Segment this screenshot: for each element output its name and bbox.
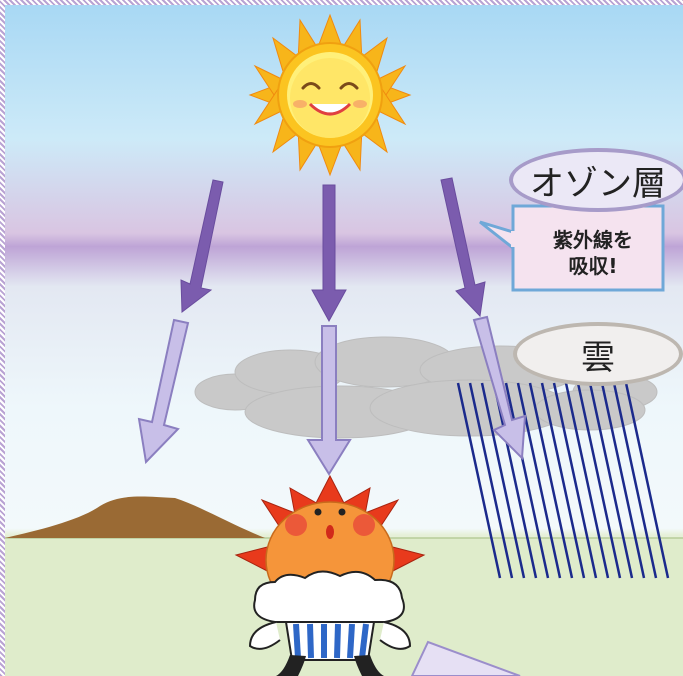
sun-face-icon	[248, 13, 412, 177]
absorb-callout-bubble	[479, 204, 665, 292]
mascot-character-icon	[234, 474, 426, 676]
absorb-callout-text: 紫外線を 吸収!	[518, 211, 668, 295]
uv-arrow-bottom-partial	[410, 640, 521, 676]
mountain-icon	[5, 496, 265, 538]
diagram-canvas	[5, 13, 683, 676]
uv-arrow-center-lower	[306, 325, 352, 476]
uv-arrow-right-upper	[440, 177, 486, 318]
rain-lines-icon	[456, 382, 670, 579]
uv-arrow-center-upper	[311, 184, 347, 323]
absorb-callout-line2: 吸収!	[568, 254, 618, 278]
uv-arrow-right-lower	[472, 315, 527, 461]
absorb-callout-line1: 紫外線を	[553, 228, 633, 252]
cloud-label-text: 雲	[581, 337, 615, 378]
uv-arrow-left-upper	[180, 179, 224, 313]
ozone-layer-label: オゾン層	[509, 148, 683, 212]
cloud-label: 雲	[513, 322, 683, 386]
uv-arrow-left-lower	[137, 318, 190, 465]
diagram-scene: オゾン層 紫外線を 吸収! 雲	[5, 5, 683, 676]
ozone-layer-text: オゾン層	[530, 163, 666, 204]
